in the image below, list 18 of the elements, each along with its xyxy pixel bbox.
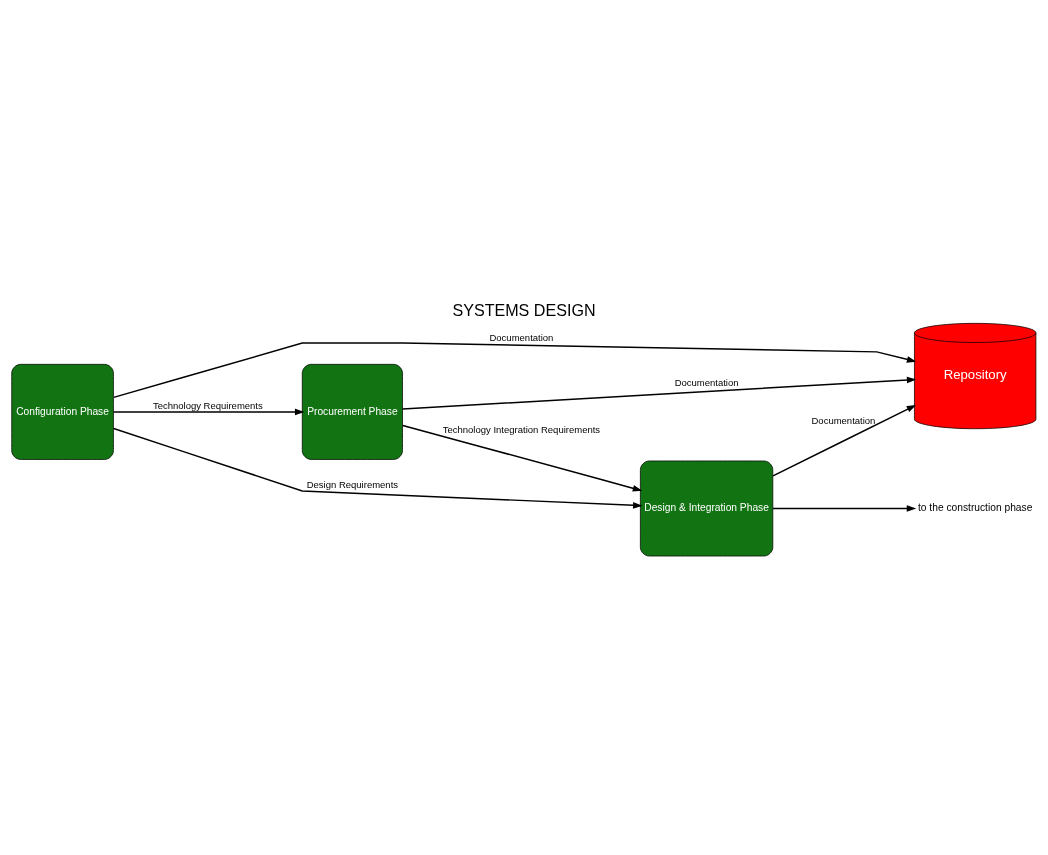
node-box: Procurement Phase: [301, 363, 403, 460]
arrow: [112, 427, 643, 509]
arrow: [401, 376, 917, 410]
diagram-title: SYSTEMS DESIGN: [452, 300, 596, 319]
arrow: [112, 408, 305, 415]
arrow: [772, 404, 917, 477]
edge-label: Design Requirements: [306, 478, 399, 490]
arrow: [772, 504, 917, 512]
edge-label: Documentation: [489, 331, 554, 343]
arrow: [402, 424, 643, 492]
edge-label: Documentation: [674, 376, 739, 388]
edge-label: Technology Integration Requirements: [442, 423, 601, 435]
node-box: Design & Integration Phase: [640, 460, 774, 556]
node-text: to the construction phase: [918, 501, 1033, 513]
edge-label: Technology Requirements: [152, 399, 263, 411]
arrow: [112, 341, 917, 398]
edge-label: Documentation: [811, 414, 876, 426]
node-box: Configuration Phase: [11, 363, 114, 460]
